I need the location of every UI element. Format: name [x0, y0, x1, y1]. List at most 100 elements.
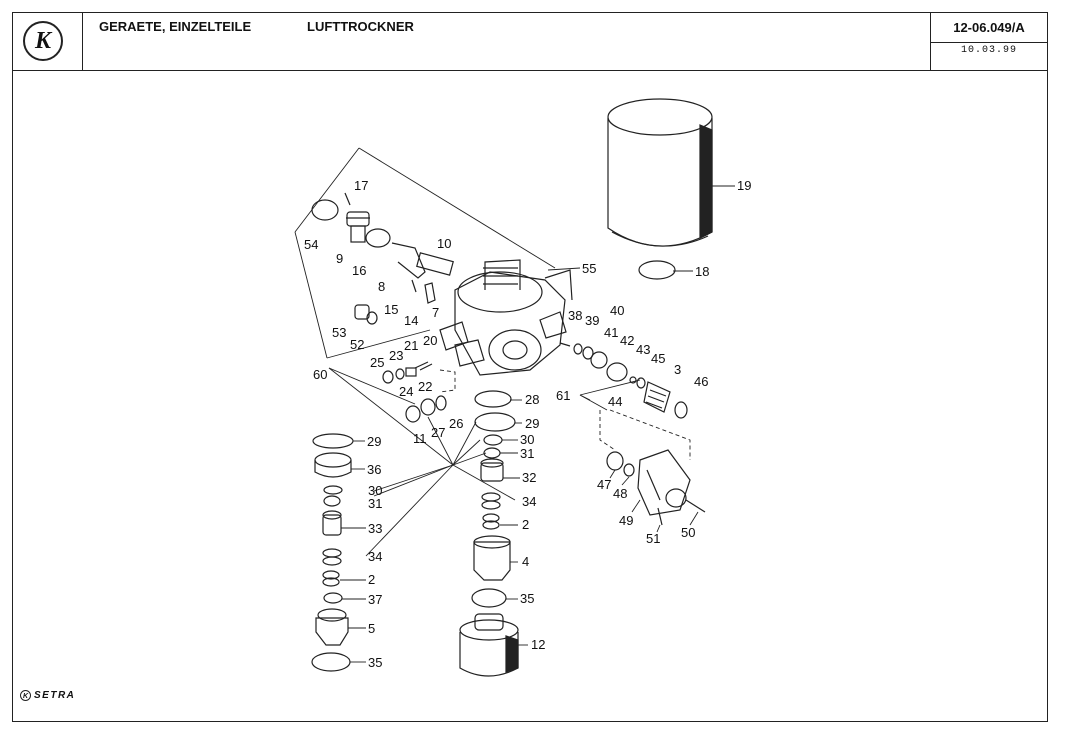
callout-44: 44 — [608, 394, 622, 409]
callout-30-right: 30 — [520, 432, 534, 447]
callout-20: 20 — [423, 333, 437, 348]
callout-38: 38 — [568, 308, 582, 323]
callout-43: 43 — [636, 342, 650, 357]
footer-logo-icon: K — [20, 690, 31, 701]
callout-9: 9 — [336, 251, 343, 266]
callout-31-right: 31 — [520, 446, 534, 461]
callout-33: 33 — [368, 521, 382, 536]
ring-30-left — [323, 485, 343, 495]
callout-34-left: 34 — [368, 549, 382, 564]
o-ring-16 — [365, 228, 391, 248]
callout-29-right: 29 — [525, 416, 539, 431]
spring-2-left — [322, 570, 340, 587]
plug-53 — [354, 304, 378, 325]
callout-35-right: 35 — [520, 591, 534, 606]
callout-28: 28 — [525, 392, 539, 407]
callout-37: 37 — [368, 592, 382, 607]
callout-15: 15 — [384, 302, 398, 317]
callout-11: 11 — [413, 431, 427, 446]
assembly-title: LUFTTROCKNER — [307, 19, 414, 34]
callout-27: 27 — [431, 425, 445, 440]
callout-2-right: 2 — [522, 517, 529, 532]
nut-36 — [314, 452, 352, 478]
callout-61: 61 — [556, 388, 570, 403]
callout-4: 4 — [522, 554, 529, 569]
callout-30-left: 30 — [368, 483, 382, 498]
dryer-housing — [439, 259, 573, 376]
title-block: K GERAETE, EINZELTEILE LUFTTROCKNER 12-0… — [13, 13, 1047, 71]
callout-17: 17 — [354, 178, 368, 193]
callout-42: 42 — [620, 333, 634, 348]
piston-4 — [473, 535, 511, 581]
callout-50: 50 — [681, 525, 695, 540]
piston-5 — [315, 608, 349, 646]
callout-10: 10 — [437, 236, 451, 251]
washer-29-left — [312, 433, 354, 449]
ring-31-right — [483, 447, 501, 459]
valve-11-27 — [405, 395, 447, 423]
leader-lines — [294, 147, 735, 663]
callout-7: 7 — [432, 305, 439, 320]
screw-17 — [344, 192, 351, 206]
silencer-12 — [459, 613, 519, 677]
callout-53: 53 — [332, 325, 346, 340]
callout-22: 22 — [418, 379, 432, 394]
issue-date: 10.03.99 — [960, 45, 1017, 56]
valve-33 — [322, 510, 342, 536]
callout-36: 36 — [367, 462, 381, 477]
spring-34-left — [322, 548, 342, 566]
page-number: 12-06.049/A — [931, 13, 1047, 43]
callout-24: 24 — [399, 384, 413, 399]
callout-labels: 19 18 55 17 54 9 16 10 8 15 7 14 53 52 2… — [304, 178, 751, 670]
callout-8: 8 — [378, 279, 385, 294]
title-cell: GERAETE, EINZELTEILE LUFTTROCKNER — [83, 13, 931, 70]
callout-3: 3 — [674, 362, 681, 377]
ring-37 — [323, 592, 343, 604]
callout-54: 54 — [304, 237, 318, 252]
valve-9 — [346, 211, 370, 243]
seal-28 — [474, 390, 512, 408]
footer-logo: K SETRA — [20, 690, 75, 701]
screw-15 — [411, 279, 417, 293]
circlip-35-right — [471, 588, 507, 608]
footer-brand: SETRA — [34, 690, 76, 701]
callout-31-left: 31 — [368, 496, 382, 511]
logo-letter: K — [34, 27, 51, 54]
callout-60: 60 — [313, 367, 327, 382]
callout-29-left: 29 — [367, 434, 381, 449]
callout-35-left: 35 — [368, 655, 382, 670]
callout-14: 14 — [404, 313, 418, 328]
callout-5: 5 — [368, 621, 375, 636]
callout-51: 51 — [646, 531, 660, 546]
callout-52: 52 — [350, 337, 364, 352]
callout-40: 40 — [610, 303, 624, 318]
circlip-54 — [311, 199, 339, 221]
callout-12: 12 — [531, 637, 545, 652]
washer-29-right — [474, 412, 516, 432]
valve-stack-right — [559, 342, 688, 419]
callout-47: 47 — [597, 477, 611, 492]
heater-10 — [391, 242, 454, 304]
callout-48: 48 — [613, 486, 627, 501]
callout-25: 25 — [370, 355, 384, 370]
category-title: GERAETE, EINZELTEILE — [99, 19, 252, 34]
callout-19: 19 — [737, 178, 751, 193]
spring-2-right — [482, 513, 500, 530]
ring-31-left — [323, 495, 341, 507]
callout-32: 32 — [522, 470, 536, 485]
callout-49: 49 — [619, 513, 633, 528]
callout-23: 23 — [389, 348, 403, 363]
callout-21: 21 — [404, 338, 418, 353]
circlip-35-left — [311, 652, 351, 672]
number-cell: 12-06.049/A 10.03.99 — [931, 13, 1047, 70]
drawing-sheet: K GERAETE, EINZELTEILE LUFTTROCKNER 12-0… — [12, 12, 1048, 722]
filter-cartridge — [607, 98, 713, 247]
callout-2-left: 2 — [368, 572, 375, 587]
valve-32 — [480, 458, 504, 482]
spring-34-right — [481, 492, 501, 510]
kaessbohrer-logo: K — [23, 21, 63, 61]
callout-39: 39 — [585, 313, 599, 328]
callout-18: 18 — [695, 264, 709, 279]
cover-assembly — [606, 449, 706, 526]
